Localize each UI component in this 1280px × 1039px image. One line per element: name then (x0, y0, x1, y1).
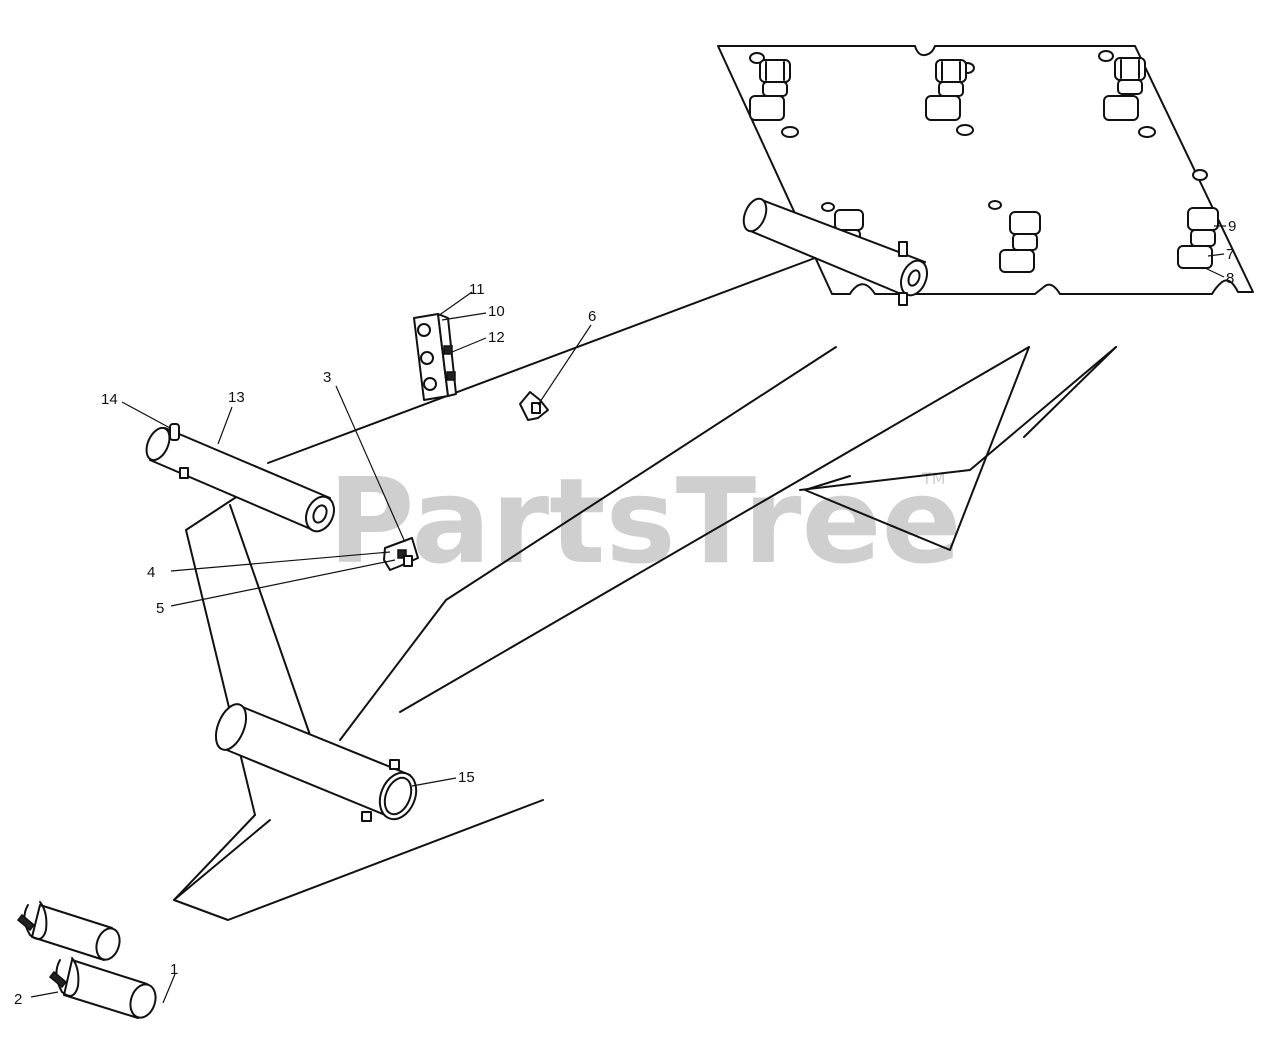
bolt-stack (1177, 207, 1219, 269)
callout-6: 6 (588, 308, 596, 325)
clamp-block (413, 313, 457, 401)
bolt-stacks (749, 57, 1219, 273)
pin-upper (16, 901, 121, 961)
callout-5: 5 (156, 600, 164, 617)
callout-14: 14 (101, 391, 118, 408)
mounting-plate (717, 45, 1254, 295)
callout-labels: 1 2 3 4 5 6 7 8 9 10 11 12 13 14 15 (14, 218, 1236, 1008)
callout-4: 4 (147, 564, 155, 581)
bolt-stack (1103, 57, 1146, 121)
callout-7: 7 (1226, 246, 1234, 263)
watermark-text: PartsTree (328, 452, 962, 590)
callout-8: 8 (1226, 270, 1234, 287)
callout-11: 11 (469, 281, 485, 298)
bolt-stack (999, 211, 1041, 273)
bracket-6 (519, 391, 549, 421)
callout-2: 2 (14, 991, 22, 1008)
leader-lines (30, 225, 1226, 1004)
watermark: PartsTree TM (328, 452, 962, 590)
bracket-3-4-5 (383, 537, 419, 571)
tube-13 (145, 423, 335, 533)
tube-15 (214, 703, 418, 822)
upper-pivot-tube (742, 197, 929, 306)
bolt-stack (925, 59, 967, 121)
callout-12: 12 (488, 329, 505, 346)
callout-15: 15 (458, 769, 475, 786)
bolt-stack (749, 59, 791, 121)
callout-3: 3 (323, 369, 331, 386)
callout-13: 13 (228, 389, 245, 406)
pin-lower (48, 957, 157, 1019)
callout-10: 10 (488, 303, 505, 320)
callout-9: 9 (1228, 218, 1236, 235)
callout-1: 1 (170, 961, 178, 978)
watermark-tm: TM (921, 469, 946, 488)
